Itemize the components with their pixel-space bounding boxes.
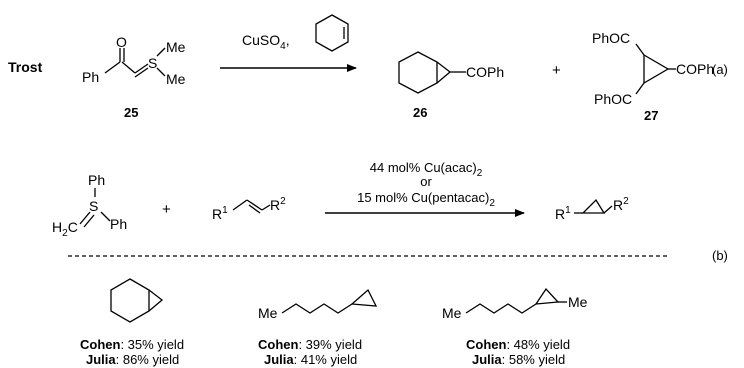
result-1-cohen-yield: Cohen: 35% yield [80, 337, 185, 352]
conditions-b-line3: 15 mol% Cu(pentacac)2 [357, 190, 495, 209]
result-2-julia-yield: Julia: 41% yield [264, 352, 358, 367]
ylide-h2c-label: H2C [52, 219, 78, 239]
alkene-r1-label: R1 [212, 205, 228, 222]
plus-sign-a: + [552, 62, 561, 79]
result-1-structure [110, 278, 164, 323]
product-b-r2-label: R2 [613, 196, 629, 213]
product-26-structure [398, 51, 466, 94]
alkene-r2-label: R2 [270, 196, 286, 213]
compound-25-me-bottom: Me [166, 71, 186, 87]
conditions-b-line1: 44 mol% Cu(acac)2 [370, 160, 483, 179]
product-b-r1-label: R1 [555, 205, 571, 222]
product-27-structure [635, 43, 676, 95]
result-3-me-label: Me [442, 305, 462, 321]
result-2-me-label: Me [258, 305, 278, 321]
alkene-structure [232, 199, 271, 214]
product-26-number: 26 [413, 105, 427, 120]
product-b-structure [574, 198, 613, 214]
result-1-julia-yield: Julia: 86% yield [86, 352, 180, 367]
result-3-structure [465, 287, 567, 314]
product-27-number: 27 [644, 108, 658, 123]
result-3-me-right: Me [568, 294, 588, 310]
result-3-cohen-yield: Cohen: 48% yield [466, 337, 571, 352]
ylide-ph-top: Ph [88, 172, 105, 188]
compound-25-o-label: O [116, 34, 127, 50]
compound-25-me-top: Me [166, 39, 186, 55]
product-27-top-sub: PhOC [592, 30, 630, 46]
ylide-structure [79, 188, 111, 228]
section-b-tag: (b) [712, 248, 728, 263]
author-label: Trost [8, 59, 43, 75]
compound-25-number: 25 [124, 105, 138, 120]
ylide-ph-right: Ph [110, 216, 127, 232]
result-2-cohen-yield: Cohen: 39% yield [258, 337, 363, 352]
compound-25-ph-label: Ph [82, 69, 99, 85]
conditions-b-line2: or [420, 174, 432, 189]
product-27-right-sub: COPh [676, 61, 714, 77]
result-2-structure [281, 288, 378, 314]
compound-25-s-label: S [148, 55, 157, 71]
cyclohexene-icon [315, 14, 349, 52]
section-a-tag: (a) [712, 62, 728, 77]
compound-25-structure [104, 47, 166, 78]
result-3-julia-yield: Julia: 58% yield [472, 352, 566, 367]
conditions-a-reagent: CuSO4, [242, 32, 290, 52]
ylide-s-label: S [89, 198, 98, 214]
plus-sign-b: + [162, 201, 171, 218]
product-26-substituent: COPh [466, 64, 504, 80]
product-27-bottom-sub: PhOC [594, 91, 632, 107]
